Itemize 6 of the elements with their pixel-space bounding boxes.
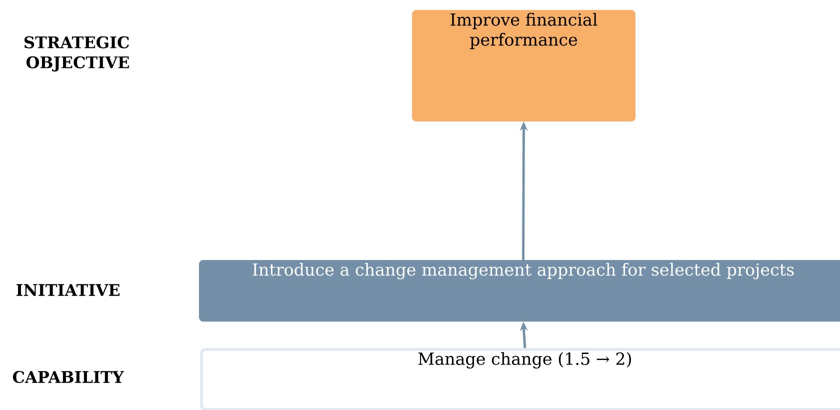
capability-bar: Manage change (1.5 → 2) — [200, 348, 840, 410]
initiative-bar: Introduce a change management approach for selected projects — [199, 260, 840, 322]
level-label: INITIATIVE — [16, 284, 120, 296]
level-label: CAPABILITY — [12, 370, 124, 384]
level-label: STRATEGIC OBJECTIVE — [24, 36, 129, 72]
objective-box: Improve financial performance — [412, 10, 636, 122]
